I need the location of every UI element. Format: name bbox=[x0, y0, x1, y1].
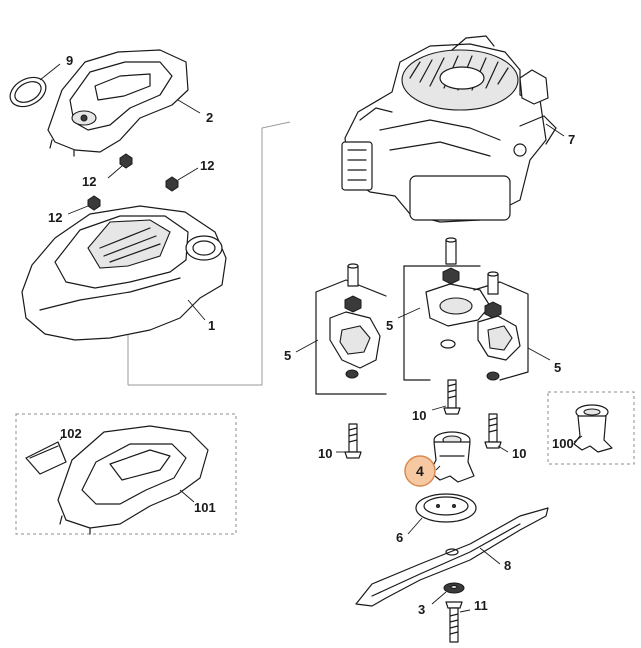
part-9-lens[interactable] bbox=[5, 63, 61, 112]
part-2-top-cover[interactable] bbox=[47, 49, 201, 157]
part-1-housing[interactable] bbox=[21, 205, 227, 341]
callout-2[interactable]: 2 bbox=[206, 110, 213, 125]
callout-11[interactable]: 11 bbox=[474, 598, 488, 613]
part-5-right-group[interactable] bbox=[473, 271, 551, 381]
alternate-cover-box bbox=[15, 413, 237, 535]
part-10-bolt-left[interactable] bbox=[336, 423, 362, 459]
callout-5-center[interactable]: 5 bbox=[386, 318, 393, 333]
callout-10-left[interactable]: 10 bbox=[318, 446, 332, 461]
callout-5-right[interactable]: 5 bbox=[554, 360, 561, 375]
part-4-blade-adapter[interactable] bbox=[429, 431, 475, 483]
part-8-blade[interactable] bbox=[355, 507, 549, 607]
callout-1[interactable]: 1 bbox=[208, 318, 215, 333]
callout-9[interactable]: 9 bbox=[66, 53, 73, 68]
callout-4[interactable]: 4 bbox=[416, 463, 424, 479]
callout-102[interactable]: 102 bbox=[60, 426, 82, 441]
part-100-adapter-box[interactable] bbox=[547, 391, 635, 465]
part-6-blade-plate[interactable] bbox=[407, 493, 477, 535]
callout-5-left[interactable]: 5 bbox=[284, 348, 291, 363]
part-11-blade-bolt[interactable] bbox=[445, 601, 471, 643]
part-12-nut-left[interactable] bbox=[67, 195, 101, 215]
part-5-left-group[interactable] bbox=[295, 263, 387, 395]
part-101-cover[interactable] bbox=[57, 425, 209, 535]
part-4-highlight-circle bbox=[404, 455, 436, 487]
callout-10-center[interactable]: 10 bbox=[412, 408, 426, 423]
part-5-center-group[interactable] bbox=[397, 237, 491, 381]
part-3-washer[interactable] bbox=[431, 582, 465, 605]
callout-12-right[interactable]: 12 bbox=[200, 158, 214, 173]
part-12-nut-upper[interactable] bbox=[107, 153, 133, 179]
callout-7[interactable]: 7 bbox=[568, 132, 575, 147]
callout-3[interactable]: 3 bbox=[418, 602, 425, 617]
part-102-lens[interactable] bbox=[25, 437, 67, 475]
callout-12-left[interactable]: 12 bbox=[48, 210, 62, 225]
part-4-highlight[interactable] bbox=[404, 455, 436, 487]
part-10-bolt-center[interactable] bbox=[431, 379, 461, 415]
assembly-guide-lines bbox=[127, 121, 291, 386]
callout-6[interactable]: 6 bbox=[396, 530, 403, 545]
callout-100[interactable]: 100 bbox=[552, 436, 574, 451]
part-10-bolt-right[interactable] bbox=[484, 413, 509, 453]
callout-labels: 9 2 12 12 12 1 7 5 5 5 10 10 10 100 102 … bbox=[48, 53, 575, 617]
callout-8[interactable]: 8 bbox=[504, 558, 511, 573]
callout-10-right[interactable]: 10 bbox=[512, 446, 526, 461]
callout-12-upper[interactable]: 12 bbox=[82, 174, 96, 189]
callout-101[interactable]: 101 bbox=[194, 500, 216, 515]
part-12-nut-right[interactable] bbox=[165, 167, 199, 192]
part-7-engine[interactable] bbox=[341, 35, 565, 223]
